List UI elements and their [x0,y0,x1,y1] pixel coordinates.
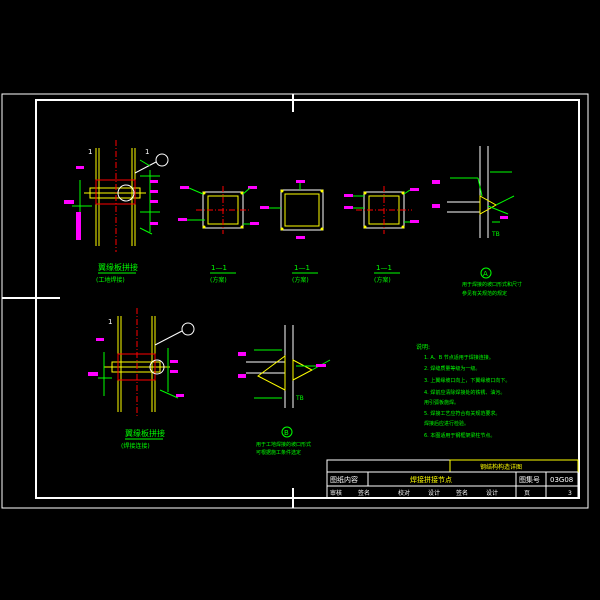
upper-splice-subcaption: (工地焊接) [96,276,125,284]
lower-splice-subcaption: (焊接连接) [121,442,150,450]
section-sub-3: (方案) [374,276,391,284]
svg-text:TB: TB [295,395,304,402]
detail-b-view: TB B 用于工地焊接的坡口形式 可根据施工条件选定 [238,325,331,456]
sig-6: 设计 [486,489,498,497]
lower-splice-view: 1 翼缘板拼接 (焊接连接) [88,308,195,450]
section-mark-1: 1 [88,148,92,156]
sig-3: 校对 [398,489,410,497]
sig-1: 审核 [330,489,342,497]
title-block: 钢结构构造详图 图纸内容 焊接拼接节点 图集号 03G08 审核 签名 校对 设… [326,459,579,499]
detail-b-note-1: 用于工地焊接的坡口形式 [256,441,311,448]
section-label-3: 1—1 [376,264,392,272]
title-page-label: 页 [524,490,530,497]
note-line-8: 6. 本图适用于钢框架梁柱节点。 [424,432,495,439]
note-line-2: 2. 焊缝质量等级为一级。 [424,365,480,372]
detail-b-marker: B [284,429,289,437]
drawing-frame [1,93,589,509]
title-drawing-no: 03G08 [550,476,573,484]
detail-a-note-2: 参见有关规范的规定 [462,290,507,297]
note-line-3: 3. 上翼缘坡口向上，下翼缘坡口向下。 [424,377,510,384]
sig-5: 签名 [456,489,468,497]
title-content-label: 图纸内容 [330,475,358,484]
section-view-1: 1—1 (方案) [178,186,259,284]
note-line-6: 5. 焊接工艺应符合有关规范要求。 [424,410,500,417]
note-line-5: 用引弧板施焊。 [424,399,459,406]
upper-splice-caption: 翼缘板拼接 [98,262,138,272]
notes-heading: 说明: [416,343,430,351]
detail-a-dim: TB [491,231,500,238]
section-view-3: 1—1 (方案) [344,186,419,284]
notes-block: 说明: 1. A、B 节点适用于焊接连接。 2. 焊缝质量等级为一级。 3. 上… [416,343,510,439]
upper-splice-view: 1 1 翼缘板拼接 (工地焊接) [64,140,169,284]
title-page-no: 3 [568,490,572,497]
section-sub-2: (方案) [292,276,309,284]
title-project: 钢结构构造详图 [480,463,522,471]
detail-a-marker: A [483,270,488,278]
title-drawing-no-label: 图集号 [519,475,540,484]
detail-b-note-2: 可根据施工条件选定 [256,449,301,456]
section-mark-3: 1 [108,318,112,326]
note-line-4: 4. 焊前应清除焊接处的铁锈、油污。 [424,389,505,396]
detail-a-view: TB A 用于焊接的坡口形式和尺寸 参见有关规范的规定 [432,146,522,297]
section-label-2: 1—1 [294,264,310,272]
title-drawing-name: 焊接拼接节点 [410,475,452,484]
lower-splice-caption: 翼缘板拼接 [125,428,165,438]
section-view-2: 1—1 (方案) [260,180,324,284]
section-label-1: 1—1 [211,264,227,272]
sig-2: 签名 [358,489,370,497]
note-line-7: 焊接后应进行检验。 [424,420,469,427]
detail-a-note-1: 用于焊接的坡口形式和尺寸 [462,281,522,288]
sig-4: 设计 [428,489,440,497]
section-mark-2: 1 [145,148,149,156]
section-sub-1: (方案) [210,276,227,284]
note-line-1: 1. A、B 节点适用于焊接连接。 [424,354,494,361]
